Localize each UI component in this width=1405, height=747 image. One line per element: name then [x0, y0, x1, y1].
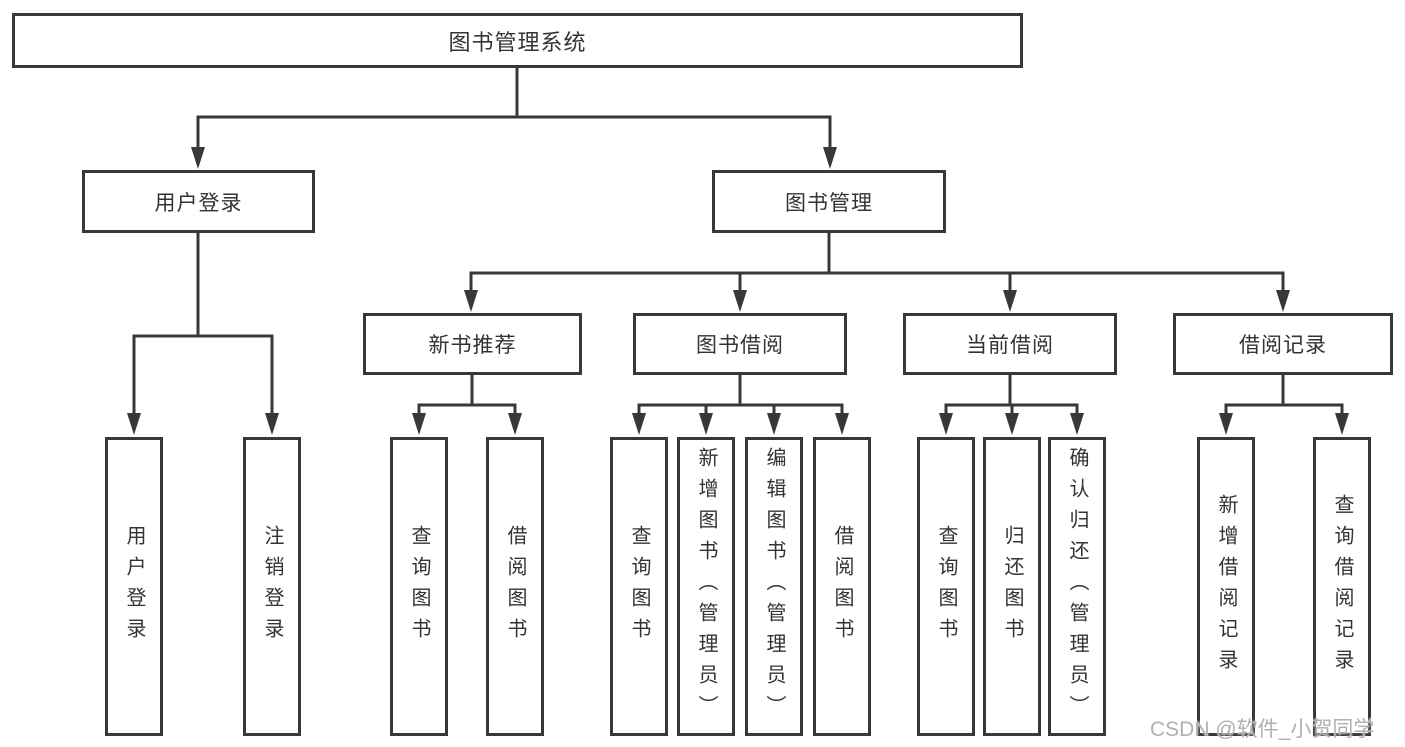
node-recommend-borrow-books: 借阅图书 — [486, 437, 544, 736]
node-current-borrow-label: 当前借阅 — [966, 334, 1054, 357]
node-borrow-borrow-books: 借阅图书 — [813, 437, 871, 736]
node-new-book-recommend: 新书推荐 — [363, 313, 582, 375]
node-book-borrow: 图书借阅 — [633, 313, 847, 375]
node-book-borrow-label: 图书借阅 — [696, 334, 784, 357]
node-borrow-query-books-label: 查询图书 — [628, 524, 650, 649]
node-login-logout: 注销登录 — [243, 437, 301, 736]
node-book-management-label: 图书管理 — [785, 191, 873, 215]
node-login-user-label: 用户登录 — [123, 524, 145, 649]
node-library-system: 图书管理系统 — [12, 13, 1023, 68]
node-new-book-recommend-label: 新书推荐 — [428, 334, 517, 357]
node-current-confirm-return-admin: 确认归还（管理员） — [1048, 437, 1106, 736]
node-current-return-books-label: 归还图书 — [1001, 524, 1023, 649]
watermark-text: CSDN @软件_小贺同学 — [1150, 718, 1375, 741]
node-login-logout-label: 注销登录 — [261, 524, 283, 649]
node-records-query-record: 查询借阅记录 — [1313, 437, 1371, 736]
node-records-add-record-label: 新增借阅记录 — [1215, 493, 1237, 680]
node-borrow-records: 借阅记录 — [1173, 313, 1393, 375]
node-current-return-books: 归还图书 — [983, 437, 1041, 736]
node-user-login: 用户登录 — [82, 170, 315, 233]
node-current-confirm-return-admin-label: 确认归还（管理员） — [1066, 447, 1088, 726]
node-recommend-borrow-books-label: 借阅图书 — [504, 524, 526, 649]
node-book-management: 图书管理 — [712, 170, 946, 233]
node-borrow-edit-books-admin: 编辑图书（管理员） — [745, 437, 803, 736]
node-borrow-borrow-books-label: 借阅图书 — [831, 524, 853, 649]
node-borrow-add-books-admin: 新增图书（管理员） — [677, 437, 735, 736]
node-login-user: 用户登录 — [105, 437, 163, 736]
node-records-query-record-label: 查询借阅记录 — [1331, 493, 1353, 680]
node-current-borrow: 当前借阅 — [903, 313, 1117, 375]
node-current-query-books: 查询图书 — [917, 437, 975, 736]
node-current-query-books-label: 查询图书 — [935, 524, 957, 649]
node-records-add-record: 新增借阅记录 — [1197, 437, 1255, 736]
node-borrow-add-books-admin-label: 新增图书（管理员） — [695, 447, 717, 726]
node-recommend-query-books: 查询图书 — [390, 437, 448, 736]
node-user-login-label: 用户登录 — [154, 191, 243, 215]
node-recommend-query-books-label: 查询图书 — [408, 524, 430, 649]
node-library-system-label: 图书管理系统 — [448, 29, 587, 55]
node-borrow-records-label: 借阅记录 — [1239, 334, 1327, 357]
node-borrow-edit-books-admin-label: 编辑图书（管理员） — [763, 447, 785, 726]
node-borrow-query-books: 查询图书 — [610, 437, 668, 736]
